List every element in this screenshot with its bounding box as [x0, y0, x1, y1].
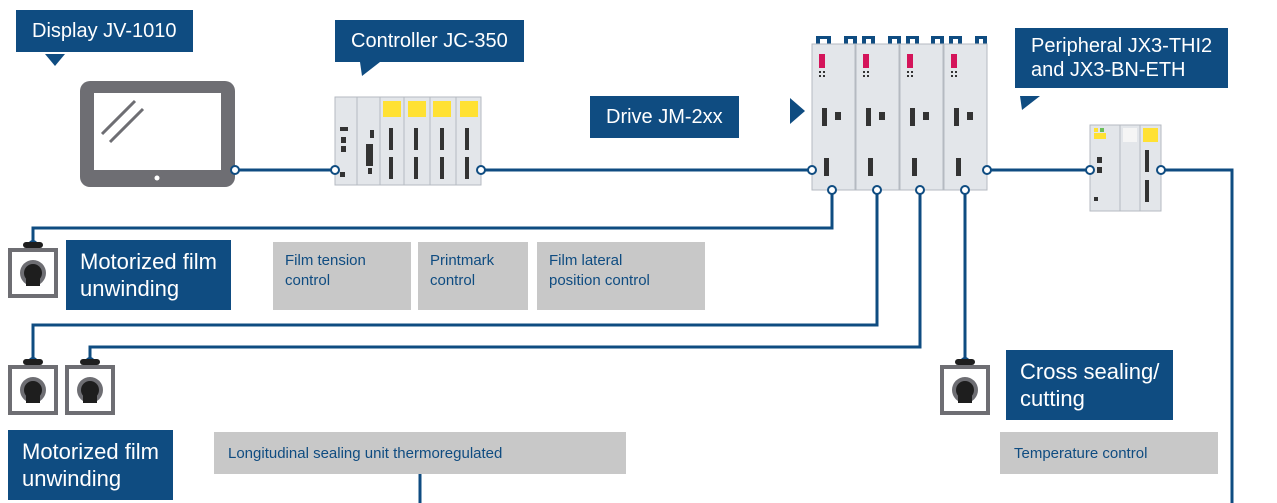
unwind1-label-line2: unwinding: [80, 276, 180, 301]
cross-label-line1: Cross sealing/: [1020, 359, 1160, 384]
callout-pointers: [45, 54, 1040, 124]
temperature-control-box: Temperature control: [1000, 432, 1218, 474]
cable-motor-unwind1: [31, 190, 834, 245]
display-callout: Display JV-1010: [16, 10, 193, 52]
drive-callout: Drive JM-2xx: [590, 96, 739, 138]
servo-motor-icon: [65, 359, 115, 415]
servo-motor-icon: [940, 359, 990, 415]
longitudinal-sealing-box: Longitudinal sealing unit thermoregulate…: [214, 432, 626, 474]
controller-module-icon: [334, 96, 482, 186]
cross-callout: Cross sealing/ cutting: [1006, 350, 1174, 420]
unwind1-label-line1: Motorized film: [80, 249, 217, 274]
longitudinal-sealing-label: Longitudinal sealing unit thermoregulate…: [228, 445, 503, 462]
unwind2-label-line1: Motorized film: [22, 439, 159, 464]
controller-callout: Controller JC-350: [335, 20, 524, 62]
unwind2-callout: Motorized film unwinding: [8, 430, 173, 500]
film-lateral-line1: Film lateral: [549, 252, 623, 269]
cable-connections: [31, 168, 1234, 503]
film-lateral-line2: position control: [549, 272, 650, 289]
peripheral-callout: Peripheral JX3-THI2 and JX3-BN-ETH: [1015, 28, 1229, 88]
servo-motor-icon: [8, 359, 58, 415]
printmark-line1: Printmark: [430, 252, 495, 269]
display-label: Display JV-1010: [32, 20, 177, 42]
io-module-icon: [1089, 124, 1162, 212]
peripheral-label-line1: Peripheral JX3-THI2: [1031, 35, 1213, 57]
servo-drive-rack-icon: [811, 36, 988, 191]
film-tension-line2: control: [285, 272, 331, 289]
film-tension-box: Film tension control: [273, 242, 411, 310]
tablet-display-icon: [80, 81, 235, 187]
drive-label: Drive JM-2xx: [606, 106, 723, 128]
cable-motor-unwind2b: [88, 190, 922, 362]
film-tension-line1: Film tension: [285, 252, 366, 269]
servo-motor-icon: [8, 242, 58, 298]
unwind2-label-line2: unwinding: [22, 466, 122, 491]
film-lateral-box: Film lateral position control: [537, 242, 705, 310]
cable-motor-unwind2a: [31, 190, 879, 362]
printmark-line2: control: [430, 272, 476, 289]
cable-peripheral-down: [1161, 168, 1234, 503]
cross-label-line2: cutting: [1020, 386, 1085, 411]
printmark-box: Printmark control: [418, 242, 528, 310]
peripheral-label-line2: and JX3-BN-ETH: [1031, 59, 1186, 81]
temperature-control-label: Temperature control: [1014, 445, 1148, 462]
unwind1-callout: Motorized film unwinding: [66, 240, 231, 310]
controller-label: Controller JC-350: [351, 30, 508, 52]
